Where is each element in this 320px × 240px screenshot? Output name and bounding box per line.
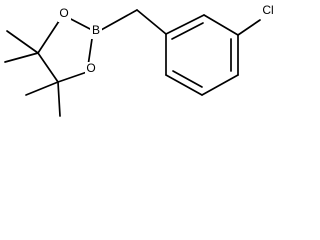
chemical-structure: B O O Cl: [4, 3, 278, 117]
bond-c5-c4: [37, 52, 59, 83]
boron-label: B: [92, 23, 100, 37]
bond-lines: [4, 9, 261, 117]
chlorine-label-bg: [258, 4, 278, 19]
ring-bond-5: [165, 74, 203, 96]
ring-bond-2: [203, 14, 239, 36]
atom-labels: B O O Cl: [58, 3, 278, 77]
oxygen-bottom-label: O: [86, 61, 95, 75]
bond-c4-methyl-a: [6, 30, 39, 54]
ring-bond-4: [201, 74, 239, 96]
boron-label-bg: [90, 24, 102, 39]
bond-c4-methyl-b: [4, 52, 39, 63]
bond-c5-methyl-b: [57, 81, 61, 117]
oxygen-top-label: O: [59, 6, 68, 20]
bond-o2-c5: [57, 71, 88, 83]
chlorine-label: Cl: [262, 3, 273, 17]
bond-ch2-ring: [136, 9, 167, 35]
bond-ring-cl: [237, 19, 261, 36]
ring-bond-1: [165, 14, 205, 35]
bond-b-ch2: [100, 9, 138, 31]
ring-bond-5-inner: [172, 70, 203, 88]
oxygen-bottom-label-bg: [85, 62, 98, 77]
bond-c5-methyl-a: [25, 81, 59, 96]
oxygen-top-label-bg: [58, 7, 71, 22]
ring-bond-1-inner: [171, 22, 204, 40]
